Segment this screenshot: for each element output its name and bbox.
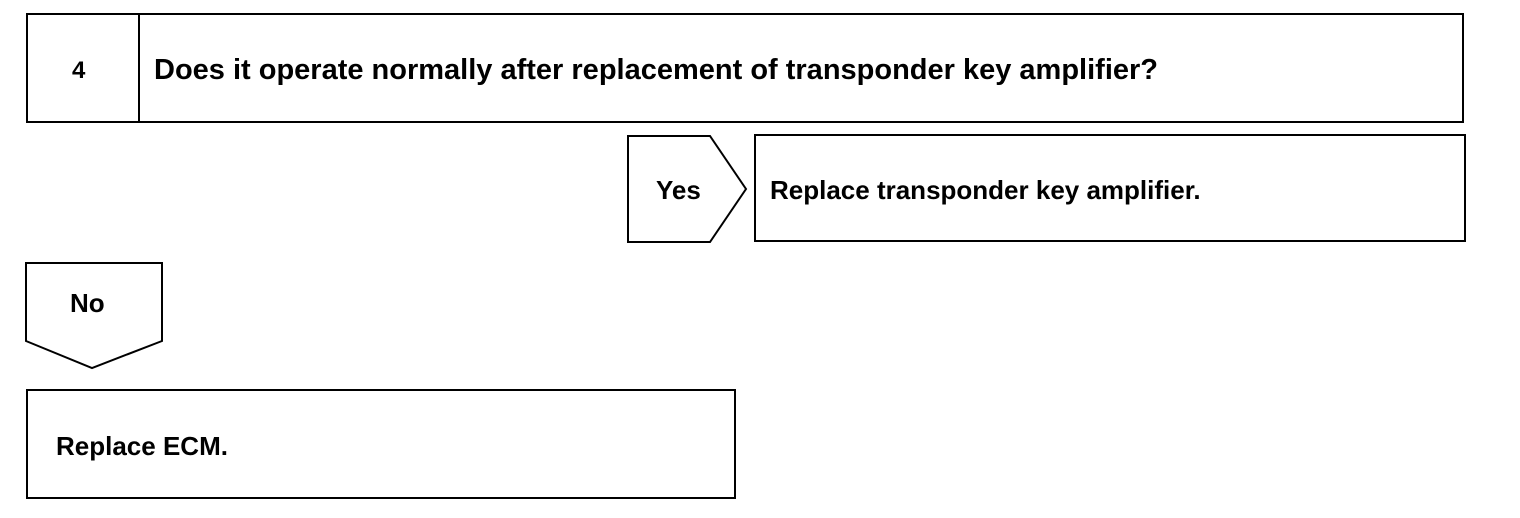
no-label: No [70, 288, 105, 318]
no-action-text: Replace ECM. [56, 431, 228, 461]
yes-label: Yes [656, 175, 701, 205]
yes-action-box: Replace transponder key amplifier. [754, 134, 1466, 242]
step-box: 4 Does it operate normally after replace… [26, 13, 1464, 123]
no-action-box: Replace ECM. [26, 389, 736, 499]
step-number-divider [138, 15, 140, 121]
no-arrow [25, 262, 163, 370]
step-number: 4 [72, 57, 86, 84]
yes-action-text: Replace transponder key amplifier. [770, 175, 1201, 205]
yes-arrow [627, 135, 748, 243]
step-question: Does it operate normally after replaceme… [154, 54, 1159, 86]
